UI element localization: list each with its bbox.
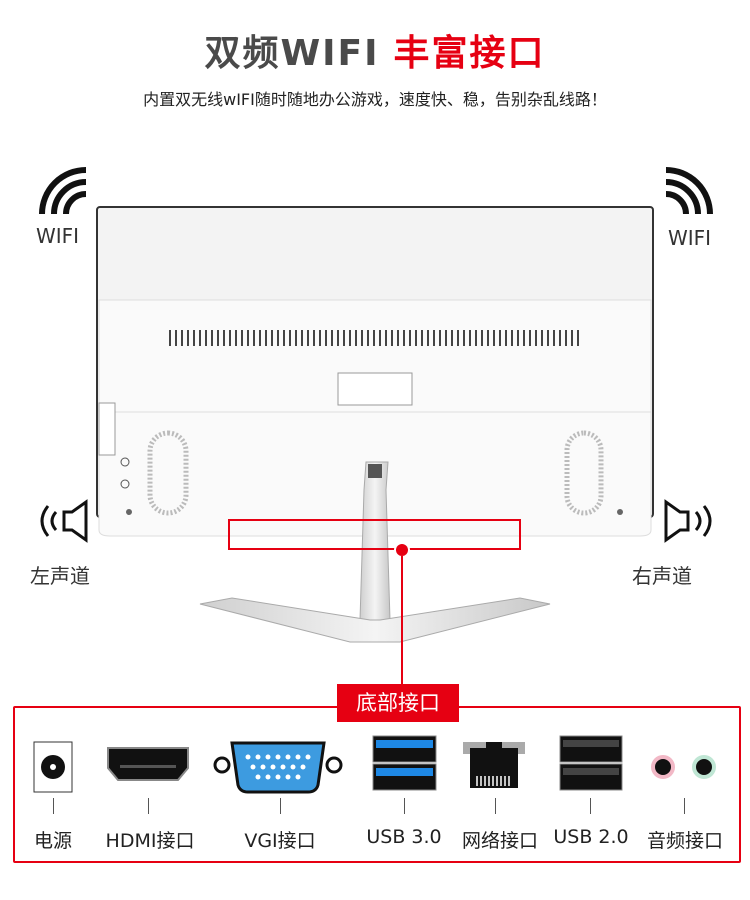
tick (684, 798, 685, 814)
port-label-ethernet: 网络接口 (461, 830, 538, 852)
wifi-icon (665, 167, 713, 215)
marker-dot (396, 544, 408, 556)
port-label-vga: VGI接口 (244, 830, 316, 852)
hdmi-icon (107, 747, 189, 781)
tick (148, 798, 149, 814)
ports-panel-title: 底部接口 (337, 684, 459, 722)
wifi-icon (39, 167, 87, 215)
tick (404, 798, 405, 814)
audio-jack-icon (651, 755, 716, 779)
connector-line (401, 556, 403, 686)
wifi-label-left: WIFI (36, 224, 80, 248)
speaker-right-icon (664, 499, 712, 543)
monitor-back-image (96, 206, 654, 643)
highlight-box (228, 519, 521, 550)
left-channel-label: 左声道 (30, 564, 90, 588)
port-label-usb2: USB 2.0 (553, 826, 629, 848)
tick (495, 798, 496, 814)
port-label-audio: 音频接口 (646, 830, 723, 852)
vga-icon (213, 741, 343, 794)
wifi-label-right: WIFI (668, 226, 712, 250)
subtitle: 内置双无线wIFI随时随地办公游戏，速度快、稳，告别杂乱线路！ (143, 90, 607, 109)
ethernet-icon (463, 742, 525, 788)
power-jack-icon (33, 741, 73, 793)
right-channel-label: 右声道 (632, 564, 692, 588)
tick (53, 798, 54, 814)
tick (590, 798, 591, 814)
port-label-hdmi: HDMI接口 (105, 830, 195, 852)
tick (280, 798, 281, 814)
usb3-icon (372, 735, 437, 791)
speaker-left-icon (40, 499, 88, 543)
port-label-usb3: USB 3.0 (366, 826, 442, 848)
ports-icons (33, 735, 716, 794)
usb2-icon (559, 735, 623, 791)
port-label-power: 电源 (33, 830, 72, 852)
